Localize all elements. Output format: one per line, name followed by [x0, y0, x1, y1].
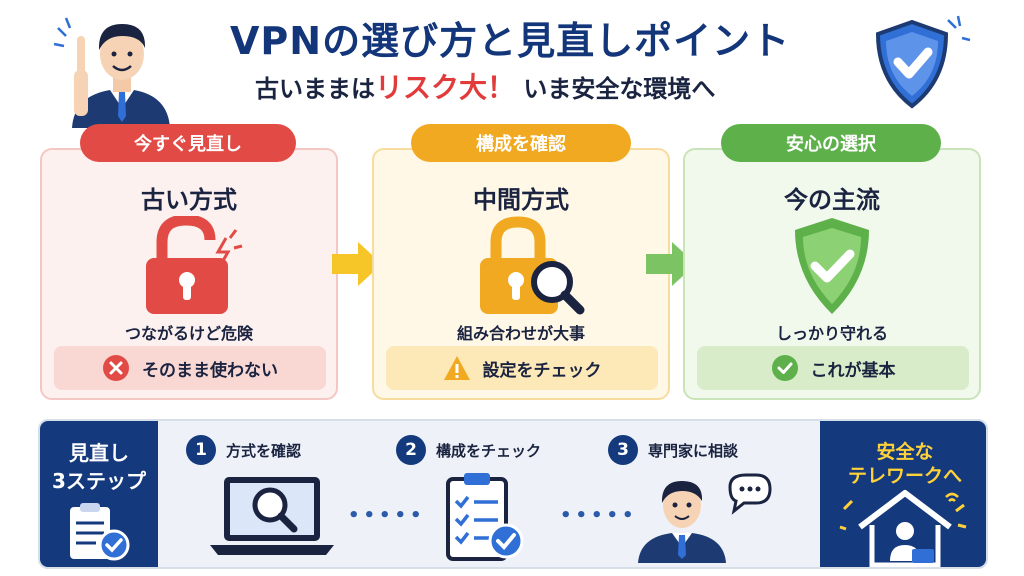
step-1: 1 方式を確認	[186, 435, 301, 465]
warning-icon	[443, 356, 470, 380]
cta-safe-telework: 安全な テレワークへ	[820, 421, 986, 567]
page-title: VPNの選び方と見直しポイント	[230, 19, 791, 63]
shield-check-icon	[875, 15, 971, 109]
card-advice-label: そのまま使わない	[142, 360, 278, 381]
card-title: 古い方式	[141, 186, 237, 214]
header: VPNの選び方と見直しポイント 古いままはリスク大！ いま安全な環境へ	[0, 0, 1024, 128]
step-3: 3 専門家に相談	[608, 435, 738, 465]
card-advice-label: 設定をチェック	[482, 360, 602, 381]
card-description: 組み合わせが大事	[456, 324, 585, 343]
steps-label-line2: 3ステップ	[52, 469, 146, 493]
x-circle-icon	[103, 355, 129, 381]
step-2: 2 構成をチェック	[396, 435, 541, 465]
card-intermediate-method: 中間方式 組み合わせが大事 設定をチェック	[372, 148, 670, 400]
card-title: 今の主流	[784, 186, 880, 214]
clipboard-check-icon	[70, 503, 130, 561]
card-advice-label: これが基本	[810, 360, 896, 381]
card-advice: 設定をチェック	[386, 346, 658, 390]
step-separator: •••••	[348, 505, 426, 526]
badge-check-config: 構成を確認	[411, 124, 631, 162]
card-description: しっかり守れる	[775, 324, 888, 343]
steps-label: 見直し 3ステップ	[40, 421, 158, 567]
step-label: 方式を確認	[226, 441, 302, 460]
step-number: 1	[186, 435, 216, 465]
card-old-method: 古い方式 つながるけど危険 そのまま使わない	[40, 148, 338, 400]
step-separator: •••••	[560, 505, 638, 526]
checklist-icon	[446, 473, 524, 561]
page-subtitle: 古いままはリスク大！ いま安全な環境へ	[255, 66, 715, 106]
review-steps-panel: 見直し 3ステップ 1 方式を確認 ••••• 2 構成をチェック ••••• …	[38, 419, 988, 569]
step-label: 構成をチェック	[436, 441, 542, 460]
home-laptop-icon	[839, 490, 967, 567]
badge-review-now: 今すぐ見直し	[80, 124, 296, 162]
laptop-search-icon	[210, 477, 334, 555]
shield-check-icon	[795, 218, 869, 314]
check-circle-icon	[771, 355, 798, 381]
arrow-right-icon	[332, 242, 382, 286]
broken-lock-icon	[146, 216, 243, 314]
step-label: 専門家に相談	[648, 441, 739, 460]
subtitle-post: いま安全な環境へ	[515, 75, 716, 103]
subtitle-pre: 古いままは	[255, 75, 375, 103]
card-title: 中間方式	[473, 186, 569, 214]
cta-line2: テレワークへ	[847, 465, 962, 487]
consultant-icon	[638, 473, 772, 563]
card-advice: これが基本	[697, 346, 969, 390]
cta-line1: 安全な	[876, 441, 934, 463]
card-modern-method: 今の主流 しっかり守れる これが基本	[683, 148, 981, 400]
businessman-pointing-icon	[53, 17, 170, 128]
lock-magnifier-icon	[480, 216, 585, 315]
step-number: 3	[608, 435, 638, 465]
card-description: つながるけど危険	[124, 324, 253, 343]
badge-safe-choice: 安心の選択	[721, 124, 941, 162]
subtitle-accent: リスク大！	[375, 71, 516, 104]
card-advice: そのまま使わない	[54, 346, 326, 390]
step-number: 2	[396, 435, 426, 465]
steps-label-line1: 見直し	[69, 441, 129, 465]
